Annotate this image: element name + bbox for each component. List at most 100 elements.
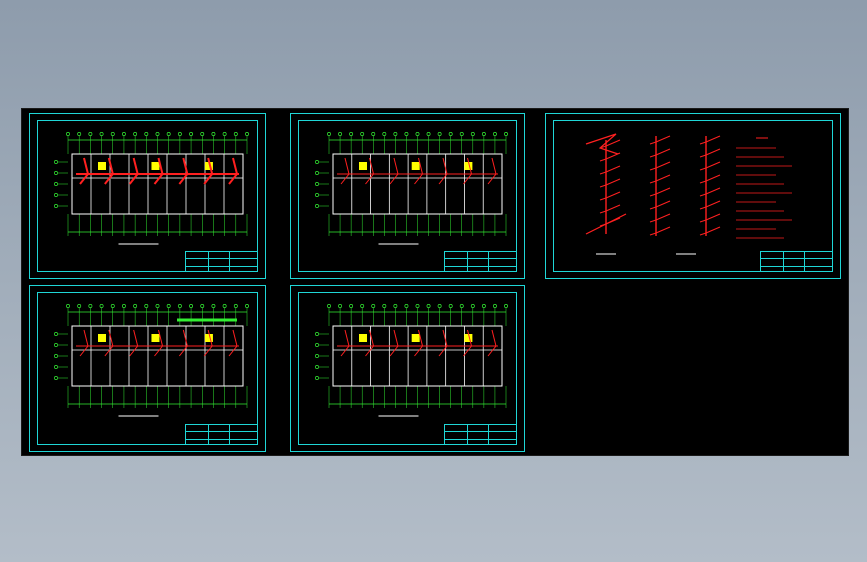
pipe-branch (203, 329, 213, 357)
axis-bubble (245, 304, 249, 308)
axis-bubble (222, 304, 227, 308)
riser-branch (705, 174, 721, 182)
axis-bubble (222, 132, 227, 136)
fixture-block (151, 334, 160, 342)
riser-branch (599, 210, 607, 214)
axis-bubble (54, 376, 58, 380)
axis-bubble (315, 193, 319, 197)
axis-bubble (459, 132, 464, 136)
axis-bubble (54, 365, 58, 369)
axis-bubble (404, 304, 409, 308)
riser-branch (699, 154, 707, 158)
riser-branch (705, 148, 721, 156)
axis-bubble (426, 132, 431, 136)
axis-bubble (327, 132, 331, 136)
pipe-branch (129, 329, 139, 357)
riser-branch (655, 226, 671, 234)
riser-branch (699, 180, 707, 184)
axis-bubble (448, 132, 453, 136)
axis-bubble (470, 132, 475, 136)
title-block (444, 251, 517, 272)
pipe-branch (340, 157, 350, 185)
axis-bubble (415, 132, 420, 136)
axis-bubble (144, 304, 149, 308)
axis-bubble (177, 132, 182, 136)
axis-bubble (54, 354, 58, 358)
pipe-branch (178, 157, 189, 185)
axis-bubble (315, 354, 319, 358)
drawing-sheet-floor-plan-4[interactable] (290, 285, 525, 452)
axis-bubble (360, 304, 365, 308)
fixture-block (204, 162, 213, 170)
axis-bubble (481, 132, 486, 136)
axis-bubble (189, 304, 194, 308)
pipe-branch (340, 329, 350, 357)
axis-bubble (54, 343, 58, 347)
axis-bubble (415, 304, 420, 308)
axis-bubble (393, 132, 398, 136)
drawing-sheet-floor-plan-3[interactable] (29, 285, 266, 452)
axis-bubble (66, 304, 70, 308)
fixture-block (98, 334, 106, 342)
riser-branch (655, 187, 671, 195)
axis-bubble (54, 182, 58, 186)
cad-drawing-viewport[interactable] (21, 108, 849, 456)
pipe-branch (203, 157, 214, 185)
pipe-branch (153, 157, 164, 185)
axis-bubble (315, 171, 319, 175)
axis-bubble (155, 132, 160, 136)
drawing-sheet-floor-plan-1[interactable] (29, 113, 266, 279)
pipe-branch (79, 329, 89, 357)
riser-branch (655, 200, 671, 208)
axis-bubble (371, 132, 376, 136)
riser-branch (699, 206, 707, 210)
axis-bubble (177, 304, 182, 308)
axis-bubble (144, 132, 149, 136)
axis-bubble (99, 304, 104, 308)
sheet-inner-frame (553, 120, 833, 272)
building-outline (71, 153, 244, 215)
axis-bubble (54, 171, 58, 175)
axis-bubble (77, 304, 82, 308)
fixture-block (151, 162, 160, 170)
fixture-block (98, 162, 106, 170)
axis-bubble (426, 304, 431, 308)
axis-bubble (88, 132, 93, 136)
fixture-block (464, 162, 473, 170)
sheet-inner-frame (298, 120, 517, 272)
riser-branch (655, 135, 671, 143)
axis-bubble (233, 304, 238, 308)
sheet-inner-frame (298, 292, 517, 445)
riser-branch (599, 184, 607, 188)
building-outline (332, 153, 503, 215)
riser-branch (649, 180, 657, 184)
riser-branch (649, 219, 657, 223)
axis-bubble (200, 304, 205, 308)
axis-bubble (349, 304, 354, 308)
axis-bubble (315, 376, 319, 380)
drawing-sheet-floor-plan-2[interactable] (290, 113, 525, 279)
axis-bubble (315, 365, 319, 369)
fixture-block (359, 334, 367, 342)
pipe-branch (178, 329, 188, 357)
pipe-branch (79, 157, 90, 185)
axis-bubble (404, 132, 409, 136)
axis-bubble (382, 132, 387, 136)
fixture-block (204, 334, 213, 342)
axis-bubble (338, 304, 343, 308)
riser-branch (605, 178, 621, 186)
sheet-inner-frame (37, 292, 258, 445)
axis-bubble (133, 132, 138, 136)
riser-branch (699, 193, 707, 197)
riser-branch (605, 191, 621, 199)
pipe-branch (228, 157, 239, 185)
axis-bubble (77, 132, 82, 136)
riser-branch (699, 141, 707, 145)
axis-bubble (360, 132, 365, 136)
riser-branch (699, 219, 707, 223)
axis-bubble (88, 304, 93, 308)
axis-bubble (504, 132, 508, 136)
pipe-branch (154, 329, 164, 357)
drawing-sheet-system-diagram[interactable] (545, 113, 841, 279)
axis-bubble (233, 132, 238, 136)
